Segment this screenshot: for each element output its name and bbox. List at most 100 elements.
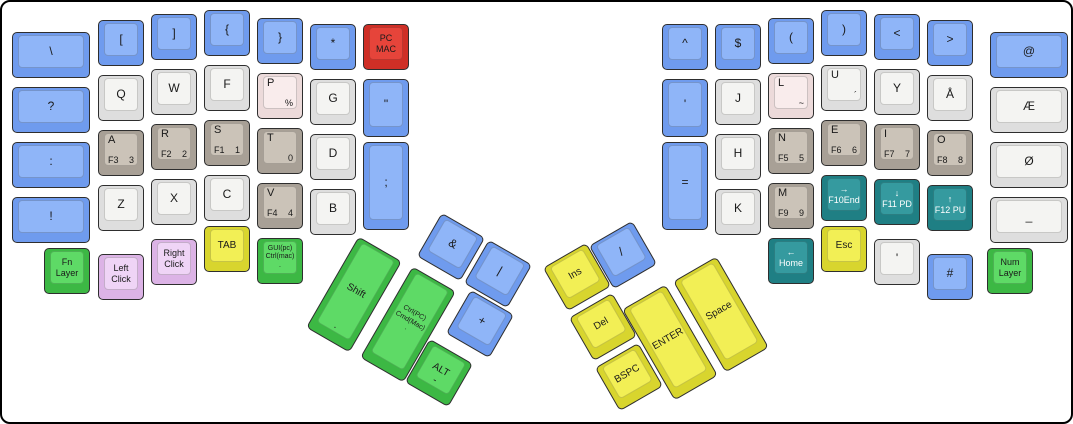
keycap-top: BSPC xyxy=(601,348,653,400)
keycap-top: { xyxy=(210,13,244,46)
keycap-top: Z xyxy=(104,188,138,221)
key-a-ring[interactable]: Å xyxy=(927,75,973,121)
keycap-top: \ xyxy=(18,35,84,68)
key-sublabel-tl: V xyxy=(267,187,275,199)
key-label: B xyxy=(328,201,337,216)
key-sublabel-br: ~ xyxy=(798,98,804,108)
key-d[interactable]: D xyxy=(310,134,356,180)
key-x[interactable]: X xyxy=(151,179,197,225)
key-y[interactable]: Y xyxy=(874,69,920,115)
key-apostrophe-inner[interactable]: ' xyxy=(662,79,708,137)
key-l[interactable]: L~ xyxy=(768,73,814,119)
key-pc-mac[interactable]: PC MAC xyxy=(363,24,409,70)
key-p[interactable]: P% xyxy=(257,73,303,119)
key-at[interactable]: @ xyxy=(990,32,1068,78)
key-sublabel-tl: P xyxy=(267,77,275,89)
key-left-click[interactable]: Left Click xyxy=(98,254,144,300)
key-j[interactable]: J xyxy=(715,79,761,125)
key-equals[interactable]: = xyxy=(662,142,708,230)
key-label: ? xyxy=(47,99,55,114)
key-right-paren[interactable]: ) xyxy=(821,10,867,56)
keycap-top: P% xyxy=(263,76,297,109)
key-label: # xyxy=(946,266,954,281)
key-left-brace[interactable]: { xyxy=(204,10,250,56)
key-esc[interactable]: Esc xyxy=(821,226,867,272)
keycap-top: Left Click xyxy=(104,257,138,290)
key-c-letter[interactable]: C xyxy=(204,175,250,221)
key-underscore[interactable]: _ xyxy=(990,197,1068,243)
key-fn-layer[interactable]: Fn Layer xyxy=(44,248,90,294)
key-semicolon[interactable]: ; xyxy=(363,142,409,230)
key-z[interactable]: Z xyxy=(98,185,144,231)
key-label: Æ xyxy=(1023,99,1035,114)
key-sublabel-br: 3 xyxy=(128,155,134,165)
key-asterisk[interactable]: * xyxy=(310,24,356,70)
key-f10-end[interactable]: → F10End xyxy=(821,175,867,221)
key-caret[interactable]: ^ xyxy=(662,24,708,70)
key-g[interactable]: G xyxy=(310,79,356,125)
key-b[interactable]: B xyxy=(310,189,356,235)
keycap-top: J xyxy=(721,82,755,115)
key-backslash[interactable]: \ xyxy=(12,32,90,78)
key-left-bracket[interactable]: [ xyxy=(98,20,144,66)
key-label: ENTER xyxy=(650,325,686,353)
key-f12-pgup[interactable]: ↑ F12 PU xyxy=(927,185,973,231)
key-dollar[interactable]: $ xyxy=(715,24,761,70)
key-left-paren[interactable]: ( xyxy=(768,18,814,64)
key-gui-ctrl[interactable]: GUI(pc) Ctrl(mac) . xyxy=(257,238,303,284)
key-sublabel-br: 5 xyxy=(798,153,804,163)
key-q[interactable]: Q xyxy=(98,75,144,121)
key-greater-than[interactable]: > xyxy=(927,20,973,66)
keycap-top: TAB xyxy=(210,229,244,262)
keycap-top: Ins xyxy=(549,248,601,300)
key-o-slash[interactable]: Ø xyxy=(990,142,1068,188)
key-home[interactable]: ← Home xyxy=(768,238,814,284)
key-label: Å xyxy=(945,87,954,102)
key-k[interactable]: K xyxy=(715,189,761,235)
keycap-top: Ø xyxy=(996,145,1062,178)
key-h[interactable]: H xyxy=(715,134,761,180)
key-colon[interactable]: : xyxy=(12,142,90,188)
key-question[interactable]: ? xyxy=(12,87,90,133)
keycap-top: U´ xyxy=(827,68,861,101)
keycap-top: Fn Layer xyxy=(50,251,84,284)
keycap-top: ? xyxy=(18,90,84,123)
key-ae[interactable]: Æ xyxy=(990,87,1068,133)
key-f11-pgdn[interactable]: ↓ F11 PD xyxy=(874,179,920,225)
key-num-layer[interactable]: Num Layer xyxy=(987,248,1033,294)
key-less-than[interactable]: < xyxy=(874,14,920,60)
keycap-top: GUI(pc) Ctrl(mac) . xyxy=(263,241,297,274)
key-label: ' xyxy=(683,97,687,112)
key-exclamation[interactable]: ! xyxy=(12,197,90,243)
key-label: Left Click xyxy=(111,262,131,284)
key-tab[interactable]: TAB xyxy=(204,226,250,272)
keycap-top: B xyxy=(316,192,350,225)
keycap-top: ← Home xyxy=(774,241,808,274)
key-hash[interactable]: # xyxy=(927,254,973,300)
key-sublabel-br: 1 xyxy=(234,145,240,155)
key-double-quote[interactable]: " xyxy=(363,79,409,137)
key-label: PC MAC xyxy=(376,32,396,54)
key-label: + xyxy=(475,312,489,329)
key-u[interactable]: U´ xyxy=(821,65,867,111)
keycap-top: → F10End xyxy=(827,178,861,211)
key-label: Y xyxy=(892,81,901,96)
key-right-brace[interactable]: } xyxy=(257,18,303,64)
key-right-bracket[interactable]: ] xyxy=(151,14,197,60)
key-right-click[interactable]: Right Click xyxy=(151,239,197,285)
key-w[interactable]: W xyxy=(151,69,197,115)
key-apostrophe[interactable]: ' xyxy=(874,239,920,285)
key-f[interactable]: F xyxy=(204,65,250,111)
